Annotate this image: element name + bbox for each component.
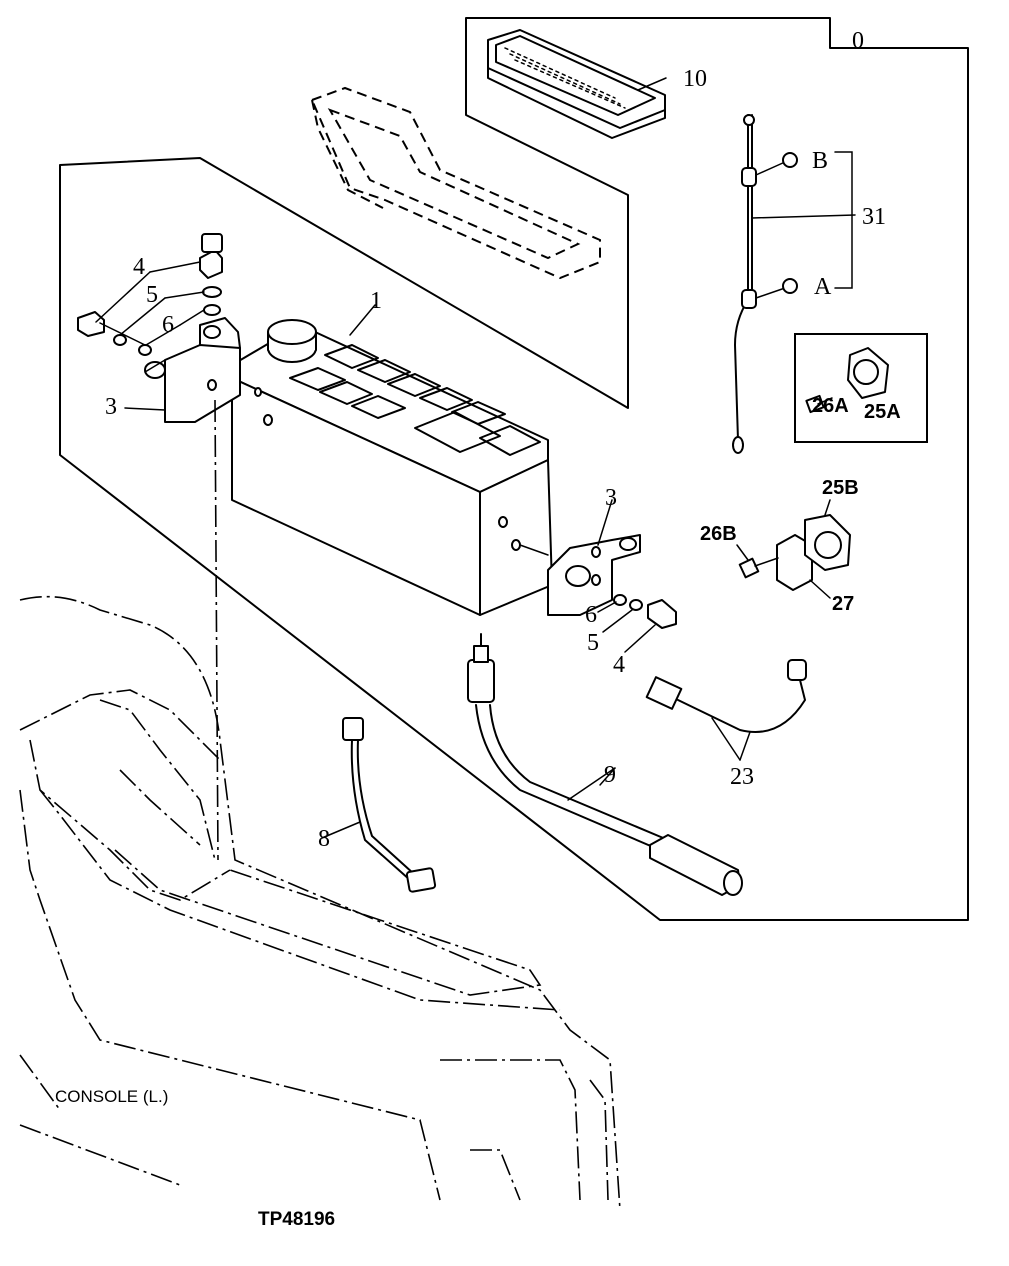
figure-id: TP48196 — [258, 1209, 335, 1230]
group-boundary-outline — [59, 17, 969, 921]
console-outline — [19, 399, 621, 1211]
callout-25B: 25B — [822, 477, 859, 499]
callout-labels: 0 10 B 31 A 1 4 5 6 3 26A 25A 25B 3 26B … — [105, 28, 901, 852]
part-31-harness — [732, 114, 856, 454]
callout-23: 23 — [730, 764, 754, 790]
callout-26B: 26B — [700, 523, 737, 545]
part-3-left-bracket — [144, 317, 241, 423]
callout-A: A — [814, 274, 832, 300]
part-3-right-bracket — [547, 534, 677, 629]
part-25B-26B-27 — [736, 499, 851, 599]
callout-26A: 26A — [812, 395, 849, 417]
callout-6-right: 6 — [585, 602, 597, 628]
part-1-battery — [231, 319, 553, 616]
callout-6-left: 6 — [162, 312, 174, 338]
dashed-panel-outline — [310, 86, 601, 280]
part-23-sensor-lead — [645, 659, 807, 761]
callout-10: 10 — [683, 66, 707, 92]
callout-31: 31 — [862, 204, 886, 230]
callout-25A: 25A — [864, 401, 901, 423]
callout-1: 1 — [370, 288, 382, 314]
callout-0: 0 — [852, 28, 864, 54]
callout-B: B — [812, 148, 828, 174]
part-8-harness — [321, 717, 437, 893]
callout-5-right: 5 — [587, 630, 599, 656]
callout-3-left: 3 — [105, 394, 117, 420]
part-4-5-6-left-hardware — [77, 233, 223, 356]
callout-27: 27 — [832, 593, 854, 615]
console-caption: CONSOLE (L.) — [55, 1087, 168, 1106]
callout-4-left: 4 — [133, 254, 145, 280]
part-25A-26A-box — [794, 333, 928, 443]
callout-9: 9 — [604, 762, 616, 788]
part-10-cover — [487, 29, 666, 139]
callout-3-right: 3 — [605, 485, 617, 511]
part-9-cable — [467, 633, 743, 896]
callout-4-right: 4 — [613, 652, 625, 678]
callout-5-left: 5 — [146, 282, 158, 308]
leader-lines — [95, 77, 667, 653]
callout-8: 8 — [318, 826, 330, 852]
